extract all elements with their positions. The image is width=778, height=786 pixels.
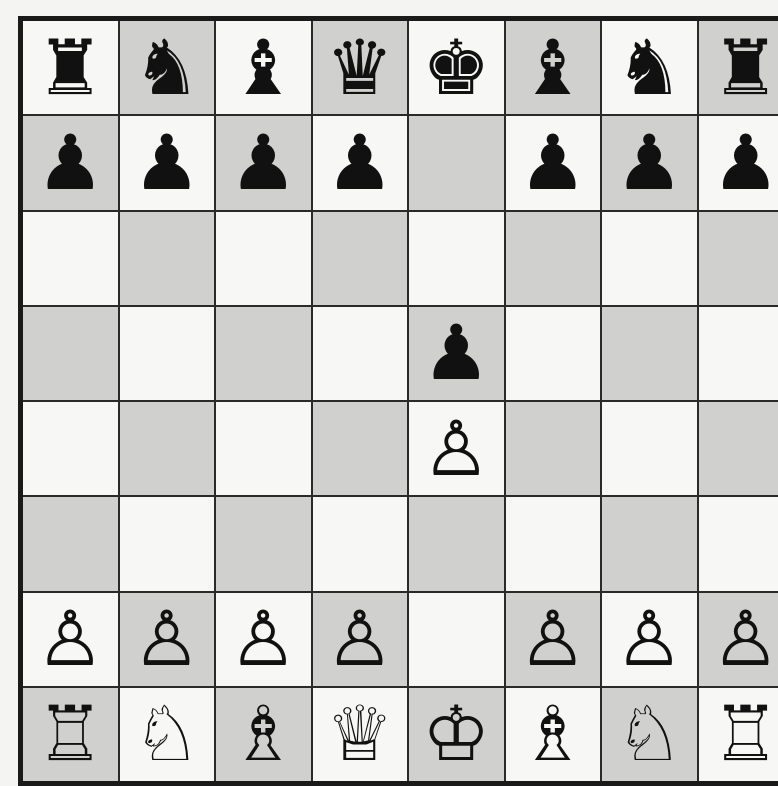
square-h7[interactable]: ♟ (699, 116, 778, 209)
square-c7[interactable]: ♟ (216, 116, 311, 209)
square-g4[interactable] (602, 402, 697, 495)
square-f6[interactable] (506, 212, 601, 305)
square-b4[interactable] (120, 402, 215, 495)
black-pawn-icon[interactable]: ♟ (519, 125, 587, 201)
square-h6[interactable] (699, 212, 778, 305)
square-a4[interactable] (23, 402, 118, 495)
square-e7[interactable] (409, 116, 504, 209)
white-pawn-icon[interactable]: ♙ (615, 601, 683, 677)
square-a2[interactable]: ♙ (23, 593, 118, 686)
square-d2[interactable]: ♙ (313, 593, 408, 686)
black-bishop-icon[interactable]: ♝ (229, 30, 297, 106)
square-g3[interactable] (602, 497, 697, 590)
white-rook-icon[interactable]: ♖ (712, 696, 778, 772)
black-pawn-icon[interactable]: ♟ (615, 125, 683, 201)
square-c6[interactable] (216, 212, 311, 305)
square-b8[interactable]: ♞ (120, 21, 215, 114)
white-pawn-icon[interactable]: ♙ (712, 601, 778, 677)
square-d7[interactable]: ♟ (313, 116, 408, 209)
black-rook-icon[interactable]: ♜ (36, 30, 104, 106)
square-f2[interactable]: ♙ (506, 593, 601, 686)
black-knight-icon[interactable]: ♞ (615, 30, 683, 106)
square-g8[interactable]: ♞ (602, 21, 697, 114)
square-h5[interactable] (699, 307, 778, 400)
square-h2[interactable]: ♙ (699, 593, 778, 686)
square-d3[interactable] (313, 497, 408, 590)
square-d5[interactable] (313, 307, 408, 400)
square-e6[interactable] (409, 212, 504, 305)
white-knight-icon[interactable]: ♘ (133, 696, 201, 772)
square-h4[interactable] (699, 402, 778, 495)
square-a7[interactable]: ♟ (23, 116, 118, 209)
square-d4[interactable] (313, 402, 408, 495)
black-pawn-icon[interactable]: ♟ (133, 125, 201, 201)
square-a8[interactable]: ♜ (23, 21, 118, 114)
white-pawn-icon[interactable]: ♙ (36, 601, 104, 677)
square-a6[interactable] (23, 212, 118, 305)
square-e1[interactable]: ♔ (409, 688, 504, 781)
white-pawn-icon[interactable]: ♙ (422, 411, 490, 487)
white-pawn-icon[interactable]: ♙ (133, 601, 201, 677)
square-e8[interactable]: ♚ (409, 21, 504, 114)
white-bishop-icon[interactable]: ♗ (519, 696, 587, 772)
square-b5[interactable] (120, 307, 215, 400)
square-c8[interactable]: ♝ (216, 21, 311, 114)
black-pawn-icon[interactable]: ♟ (326, 125, 394, 201)
square-c2[interactable]: ♙ (216, 593, 311, 686)
white-pawn-icon[interactable]: ♙ (519, 601, 587, 677)
black-king-icon[interactable]: ♚ (422, 30, 490, 106)
square-f1[interactable]: ♗ (506, 688, 601, 781)
square-c5[interactable] (216, 307, 311, 400)
white-pawn-icon[interactable]: ♙ (326, 601, 394, 677)
chessboard-frame: ♜ ♞ ♝ ♛ ♚ ♝ ♞ ♜ ♟ ♟ ♟ ♟ ♟ ♟ ♟ ♟ ♙ ♙ ♙ ♙ ♙ ♙ ♙ ♙ ♖ ♘ ♗ ♕ ♔ ♗ ♘ ♖ (18, 16, 778, 786)
black-pawn-icon[interactable]: ♟ (229, 125, 297, 201)
square-d1[interactable]: ♕ (313, 688, 408, 781)
square-h3[interactable] (699, 497, 778, 590)
black-rook-icon[interactable]: ♜ (712, 30, 778, 106)
square-e5[interactable]: ♟ (409, 307, 504, 400)
square-g1[interactable]: ♘ (602, 688, 697, 781)
chessboard: ♜ ♞ ♝ ♛ ♚ ♝ ♞ ♜ ♟ ♟ ♟ ♟ ♟ ♟ ♟ ♟ ♙ ♙ ♙ ♙ ♙ ♙ ♙ ♙ ♖ ♘ ♗ ♕ ♔ ♗ ♘ ♖ (23, 21, 778, 781)
square-f8[interactable]: ♝ (506, 21, 601, 114)
black-pawn-icon[interactable]: ♟ (422, 315, 490, 391)
square-b3[interactable] (120, 497, 215, 590)
square-f5[interactable] (506, 307, 601, 400)
square-c1[interactable]: ♗ (216, 688, 311, 781)
square-b6[interactable] (120, 212, 215, 305)
square-e3[interactable] (409, 497, 504, 590)
square-h8[interactable]: ♜ (699, 21, 778, 114)
square-b1[interactable]: ♘ (120, 688, 215, 781)
black-pawn-icon[interactable]: ♟ (36, 125, 104, 201)
square-c4[interactable] (216, 402, 311, 495)
black-bishop-icon[interactable]: ♝ (519, 30, 587, 106)
square-f7[interactable]: ♟ (506, 116, 601, 209)
square-f3[interactable] (506, 497, 601, 590)
square-a1[interactable]: ♖ (23, 688, 118, 781)
square-a3[interactable] (23, 497, 118, 590)
square-g6[interactable] (602, 212, 697, 305)
square-e4[interactable]: ♙ (409, 402, 504, 495)
white-knight-icon[interactable]: ♘ (615, 696, 683, 772)
white-pawn-icon[interactable]: ♙ (229, 601, 297, 677)
square-g7[interactable]: ♟ (602, 116, 697, 209)
square-b2[interactable]: ♙ (120, 593, 215, 686)
square-g5[interactable] (602, 307, 697, 400)
square-f4[interactable] (506, 402, 601, 495)
square-a5[interactable] (23, 307, 118, 400)
black-queen-icon[interactable]: ♛ (326, 30, 394, 106)
square-d6[interactable] (313, 212, 408, 305)
square-h1[interactable]: ♖ (699, 688, 778, 781)
white-king-icon[interactable]: ♔ (422, 696, 490, 772)
white-rook-icon[interactable]: ♖ (36, 696, 104, 772)
square-g2[interactable]: ♙ (602, 593, 697, 686)
black-knight-icon[interactable]: ♞ (133, 30, 201, 106)
white-bishop-icon[interactable]: ♗ (229, 696, 297, 772)
square-b7[interactable]: ♟ (120, 116, 215, 209)
square-c3[interactable] (216, 497, 311, 590)
white-queen-icon[interactable]: ♕ (326, 696, 394, 772)
square-d8[interactable]: ♛ (313, 21, 408, 114)
black-pawn-icon[interactable]: ♟ (712, 125, 778, 201)
square-e2[interactable] (409, 593, 504, 686)
